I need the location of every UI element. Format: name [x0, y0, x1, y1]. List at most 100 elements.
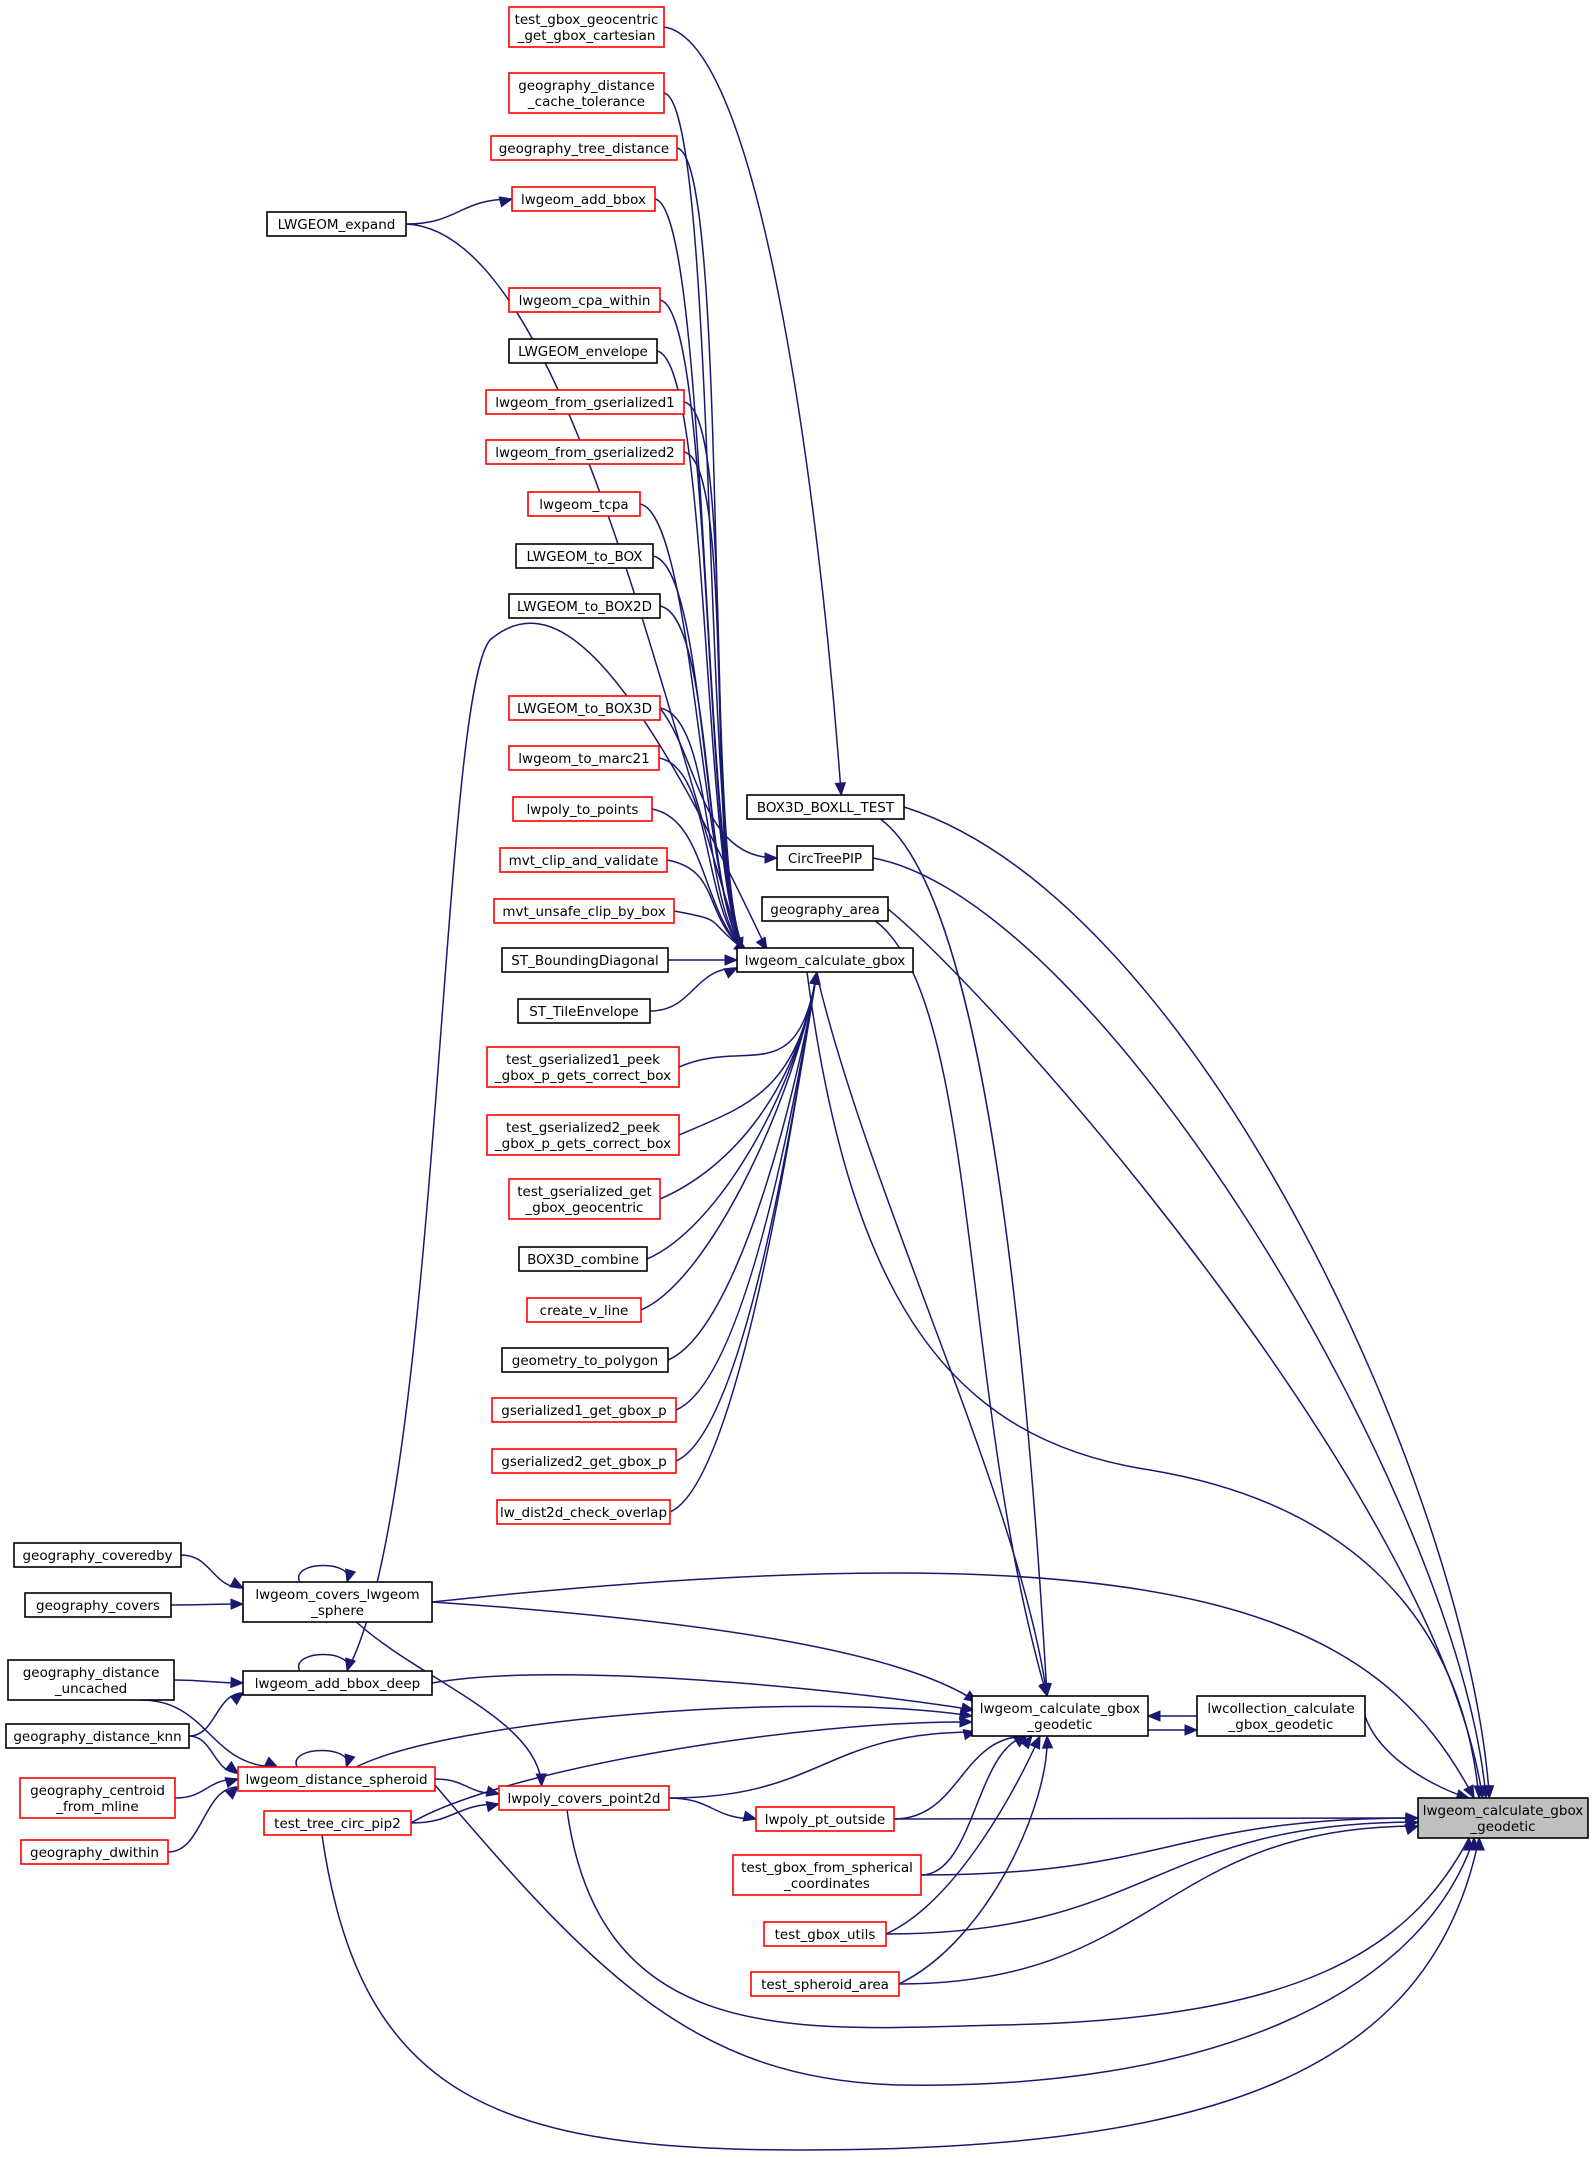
- graph-node[interactable]: test_gbox_utils: [763, 1921, 887, 1947]
- call-edge: [321, 1834, 1485, 2151]
- node-box: [490, 135, 678, 161]
- edge-line: [410, 1721, 973, 1824]
- graph-node[interactable]: lwgeom_calculate_gbox_geodetic: [971, 1695, 1149, 1737]
- call-edge: [649, 967, 739, 1012]
- graph-node[interactable]: lwgeom_from_gserialized1: [485, 389, 685, 415]
- graph-node[interactable]: create_v_line: [526, 1297, 642, 1323]
- node-box: [512, 796, 653, 822]
- edge-line: [898, 1735, 1048, 1985]
- graph-node[interactable]: mvt_clip_and_validate: [499, 847, 668, 873]
- node-label: lwgeom_from_gserialized2: [495, 445, 675, 461]
- node-box: [486, 1046, 680, 1088]
- call-edge: [434, 1778, 501, 1797]
- node-box: [515, 543, 654, 569]
- call-edge: [920, 1813, 1420, 1876]
- call-edge: [295, 1749, 356, 1769]
- graph-node[interactable]: BOX3D_BOXLL_TEST: [746, 794, 905, 820]
- node-label: _gbox_geodetic: [1228, 1717, 1334, 1733]
- graph-node[interactable]: LWGEOM_expand: [266, 211, 407, 237]
- graph-node[interactable]: test_gbox_geocentric_get_gbox_cartesian: [508, 6, 665, 48]
- graph-node[interactable]: lwpoly_covers_point2d: [498, 1785, 670, 1811]
- edge-line: [668, 1731, 977, 1799]
- node-label: geography_distance: [23, 1665, 160, 1681]
- graph-node[interactable]: lwcollection_calculate_gbox_geodetic: [1196, 1695, 1366, 1737]
- graph-node[interactable]: geography_dwithin: [20, 1839, 169, 1865]
- arrowhead: [724, 954, 739, 966]
- graph-node[interactable]: geography_covers: [24, 1592, 172, 1618]
- call-edge: [885, 1734, 1041, 1935]
- graph-node[interactable]: geography_coveredby: [13, 1542, 182, 1568]
- graph-node[interactable]: lwgeom_cpa_within: [508, 287, 661, 313]
- arrowhead: [1039, 1682, 1051, 1698]
- node-label: geography_coveredby: [22, 1548, 172, 1564]
- graph-node[interactable]: geography_distance_uncached: [7, 1659, 175, 1701]
- edge-line: [321, 1834, 1480, 2151]
- node-box: [486, 1114, 680, 1156]
- graph-node[interactable]: test_gserialized2_peek_gbox_p_gets_corre…: [486, 1114, 680, 1156]
- node-label: geography_distance: [518, 78, 655, 94]
- graph-node[interactable]: lwgeom_to_marc21: [508, 745, 660, 771]
- edge-line: [566, 1809, 1470, 2029]
- graph-node[interactable]: lw_dist2d_check_overlap: [496, 1499, 671, 1525]
- graph-node[interactable]: gserialized2_get_gbox_p: [491, 1448, 677, 1474]
- graph-node[interactable]: BOX3D_combine: [518, 1246, 648, 1272]
- graph-node[interactable]: ST_BoundingDiagonal: [501, 947, 669, 973]
- graph-node[interactable]: geography_distance_knn: [5, 1723, 190, 1749]
- arrowhead: [1463, 1784, 1475, 1800]
- graph-node[interactable]: lwgeom_add_bbox_deep: [242, 1670, 433, 1696]
- graph-node[interactable]: lwgeom_tcpa: [527, 491, 641, 517]
- graph-node[interactable]: geography_tree_distance: [490, 135, 678, 161]
- graph-node[interactable]: LWGEOM_to_BOX2D: [508, 593, 661, 619]
- graph-node[interactable]: gserialized1_get_gbox_p: [491, 1397, 677, 1423]
- arrowhead: [498, 196, 514, 208]
- graph-node[interactable]: LWGEOM_to_BOX3D: [508, 695, 661, 721]
- graph-node[interactable]: lwpoly_pt_outside: [755, 1806, 895, 1832]
- graph-node[interactable]: geography_centroid_from_mline: [19, 1777, 176, 1819]
- arrowhead: [732, 936, 744, 952]
- node-label: LWGEOM_to_BOX: [527, 549, 643, 565]
- edge-line: [410, 1803, 500, 1824]
- graph-node[interactable]: mvt_unsafe_clip_by_box: [493, 898, 675, 924]
- graph-node[interactable]: test_gserialized1_peek_gbox_p_gets_corre…: [486, 1046, 680, 1088]
- graph-node[interactable]: lwgeom_add_bbox: [511, 186, 656, 212]
- edge-line: [663, 26, 842, 796]
- node-label: _gbox_geocentric: [525, 1200, 644, 1216]
- graph-node[interactable]: LWGEOM_envelope: [508, 338, 658, 364]
- arrowhead: [1184, 1724, 1199, 1736]
- arrowhead: [230, 1676, 245, 1689]
- graph-node[interactable]: test_gserialized_get_gbox_geocentric: [508, 1178, 661, 1220]
- graph-node[interactable]: test_tree_circ_pip2: [263, 1810, 412, 1836]
- graph-node[interactable]: lwgeom_covers_lwgeom_sphere: [242, 1581, 433, 1623]
- graph-node[interactable]: lwgeom_from_gserialized2: [485, 439, 685, 465]
- call-edge: [410, 1801, 501, 1824]
- graph-node[interactable]: lwpoly_to_points: [512, 796, 653, 822]
- node-box: [237, 1766, 436, 1792]
- node-box: [242, 1670, 433, 1696]
- graph-node[interactable]: lwgeom_distance_spheroid: [237, 1766, 436, 1792]
- call-edge: [887, 908, 1487, 1800]
- node-box: [501, 947, 669, 973]
- node-label: test_gbox_geocentric: [515, 12, 659, 28]
- node-box: [24, 1592, 172, 1618]
- graph-node[interactable]: ST_TileEnvelope: [517, 998, 651, 1024]
- node-box: [736, 947, 914, 973]
- edge-line: [659, 605, 748, 953]
- edge-line: [431, 1673, 975, 1711]
- node-label: LWGEOM_envelope: [518, 344, 648, 360]
- graph-node[interactable]: CircTreePIP: [776, 845, 874, 871]
- graph-node[interactable]: LWGEOM_to_BOX: [515, 543, 654, 569]
- arrowhead: [959, 1716, 974, 1728]
- graph-node[interactable]: geometry_to_polygon: [501, 1347, 669, 1373]
- arrowhead: [345, 1568, 357, 1584]
- node-box: [491, 1448, 677, 1474]
- call-edge: [431, 1673, 976, 1714]
- call-edge: [434, 1784, 1480, 2086]
- node-label: lwcollection_calculate: [1207, 1701, 1354, 1717]
- graph-node[interactable]: test_spheroid_area: [750, 1971, 900, 1997]
- graph-node[interactable]: geography_area: [761, 896, 889, 922]
- graph-node[interactable]: test_gbox_from_spherical_coordinates: [732, 1854, 922, 1896]
- call-edge: [668, 954, 739, 966]
- graph-node[interactable]: geography_distance_cache_tolerance: [508, 72, 665, 114]
- graph-node[interactable]: lwgeom_calculate_gbox: [736, 947, 914, 973]
- arrowhead: [1041, 1734, 1054, 1749]
